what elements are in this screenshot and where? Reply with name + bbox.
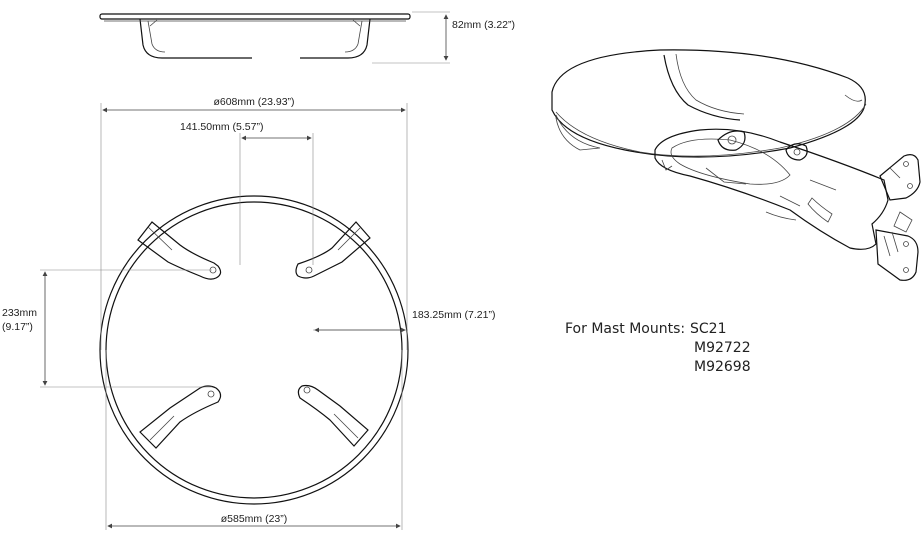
bracket-lower-right: [297, 384, 369, 447]
bracket-upper-right: [295, 221, 371, 279]
bracket-lower-left: [139, 385, 222, 449]
inner-diameter-label: ø585mm (23”): [221, 513, 288, 525]
height-dimension-label: 82mm (3.22”): [452, 19, 515, 31]
height-dimension: 82mm (3.22”): [372, 11, 515, 64]
side-view: [99, 13, 411, 59]
slot-spacing-label: 141.50mm (5.57”): [180, 121, 263, 133]
outer-diameter-label: ø608mm (23.93”): [213, 96, 294, 108]
mast-mount-model: M92722: [694, 340, 751, 356]
vertical-dimension-in: (9.17”): [2, 321, 33, 333]
mast-mounts-list: For Mast Mounts: SC21 M92722 M92698: [565, 321, 751, 375]
offset-label: 183.25mm (7.21”): [412, 309, 495, 321]
outer-diameter-dimension: ø608mm (23.93”): [102, 96, 406, 113]
top-view: [40, 103, 409, 530]
vertical-dimension-mm: 233mm: [2, 307, 37, 319]
bracket-upper-left: [137, 221, 222, 280]
mast-mount-model: SC21: [690, 321, 726, 337]
slot-spacing-dimension: 141.50mm (5.57”): [180, 121, 312, 141]
vertical-dimension: 233mm (9.17”): [2, 271, 48, 386]
inner-diameter-dimension: ø585mm (23”): [107, 513, 401, 529]
mast-mounts-heading: For Mast Mounts:: [565, 321, 685, 337]
offset-dimension: 183.25mm (7.21”): [314, 309, 495, 333]
mast-mount-model: M92698: [694, 359, 751, 375]
isometric-view: [551, 49, 921, 281]
